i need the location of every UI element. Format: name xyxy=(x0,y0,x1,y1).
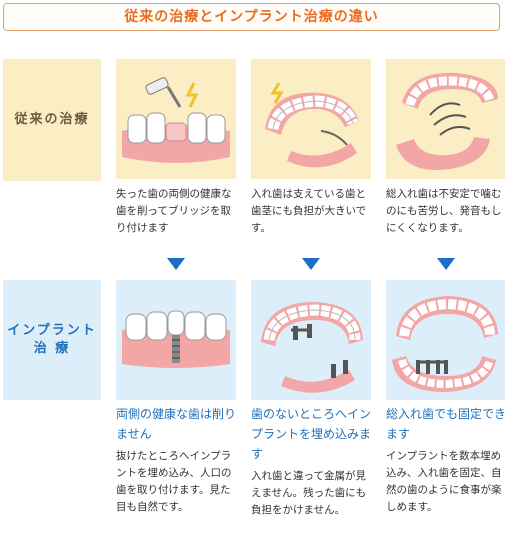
full-denture-icon xyxy=(396,72,498,170)
implant-bridge-illustration xyxy=(251,280,371,400)
down-arrow-icon xyxy=(437,258,455,270)
partial-denture-illustration xyxy=(251,59,371,179)
conventional-full-denture-text: 総入れ歯は不安定で噛むのにも苦労し、発音もしにくくなります。 xyxy=(386,188,502,234)
implant-full-arch-block: 総入れ歯でも固定できます インプラントを数本埋め込み、入れ歯を固定、自然の歯のよ… xyxy=(386,404,505,516)
conventional-bridge-text: 失った歯の両側の健康な歯を削ってブリッジを取り付けます xyxy=(116,188,232,234)
single-implant-icon xyxy=(122,310,230,368)
full-arch-implant-illustration xyxy=(386,280,505,400)
implant-label-line2: 治 療 xyxy=(33,341,71,356)
implant-bridge-icon xyxy=(261,302,363,393)
implant-full-arch-heading: 総入れ歯でも固定できます xyxy=(386,407,505,441)
implant-treatment-label: インプラント 治 療 xyxy=(3,280,101,400)
partial-denture-icon xyxy=(265,82,359,168)
implant-bridge-block: 歯のないところへインプラントを埋め込みます 入れ歯と違って金属が見えません。残っ… xyxy=(251,404,375,519)
implant-single-text: 抜けたところへインプラントを埋め込み、人口の歯を取り付けます。見た目も自然です。 xyxy=(116,450,232,513)
down-arrow-icon xyxy=(302,258,320,270)
implant-label-line1: インプラント xyxy=(7,323,97,338)
single-implant-illustration xyxy=(116,280,236,400)
full-arch-implant-icon xyxy=(392,296,498,392)
down-arrow-icon xyxy=(167,258,185,270)
page-title: 従来の治療とインプラント治療の違い xyxy=(3,3,500,31)
implant-single-heading: 両側の健康な歯は削りません xyxy=(116,407,237,441)
conventional-label-text: 従来の治療 xyxy=(14,112,90,127)
conventional-treatment-label: 従来の治療 xyxy=(3,59,101,181)
implant-single-block: 両側の健康な歯は削りません 抜けたところへインプラントを埋め込み、人口の歯を取り… xyxy=(116,404,240,516)
bridge-illustration xyxy=(116,59,236,179)
bridge-icon xyxy=(122,77,230,163)
full-denture-illustration xyxy=(386,59,505,179)
implant-bridge-heading: 歯のないところへインプラントを埋め込みます xyxy=(251,407,372,461)
implant-bridge-text: 入れ歯と違って金属が見えません。残った歯にも負担をかけません。 xyxy=(251,470,367,516)
implant-full-arch-text: インプラントを数本埋め込み、入れ歯を固定、自然の歯のように食事が楽しめます。 xyxy=(386,450,502,513)
conventional-partial-denture-text: 入れ歯は支えている歯と歯茎にも負担が大きいです。 xyxy=(251,188,367,234)
